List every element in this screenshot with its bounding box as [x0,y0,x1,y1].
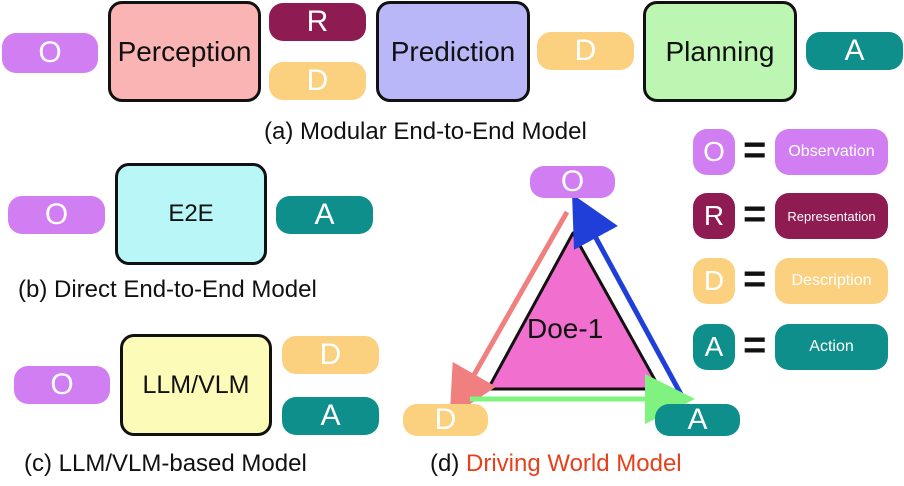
caption-highlight: Driving World Model [466,450,682,477]
caption-driving-world: (d) Driving World Model [430,450,682,478]
observation-token: O [530,165,615,198]
arrow-observation-to-description [449,210,570,418]
description-token: D [403,403,488,436]
legend-representation-symbol: R [693,193,735,239]
legend-observation-symbol: O [693,129,735,175]
doe-label: Doe-1 [527,313,604,344]
legend-observation: Observation [775,129,888,175]
caption-direct: (b) Direct End-to-End Model [18,276,317,303]
doe-triangle [486,231,662,391]
legend-representation: Representation [775,193,888,239]
caption-modular: (a) Modular End-to-End Model [264,118,587,145]
legend-action-symbol: A [693,324,735,370]
observation-token: O [14,366,110,404]
arrow-action-to-observation [572,194,686,400]
legend-description-symbol: D [693,258,735,304]
legend-equals: = [743,128,767,172]
observation-token: O [2,33,98,73]
perception-box: Perception [108,1,261,102]
legend-description: Description [775,258,888,304]
description-token: D [537,32,634,70]
legend-equals: = [743,257,767,301]
prediction-box: Prediction [376,1,530,102]
action-token: A [276,196,373,234]
legend-action: Action [775,324,888,370]
representation-token: R [269,3,366,41]
caption-prefix: (d) [430,450,466,477]
planning-box: Planning [643,1,797,102]
action-token: A [655,403,740,436]
legend-equals: = [743,192,767,236]
e2e-box: E2E [115,163,267,265]
legend-equals: = [743,323,767,367]
description-token: D [269,62,366,100]
action-token: A [282,397,379,435]
observation-token: O [8,196,105,234]
action-token: A [806,32,903,70]
caption-llm-vlm: (c) LLM/VLM-based Model [24,450,307,477]
description-token: D [282,336,379,374]
llm-vlm-box: LLM/VLM [120,334,272,436]
